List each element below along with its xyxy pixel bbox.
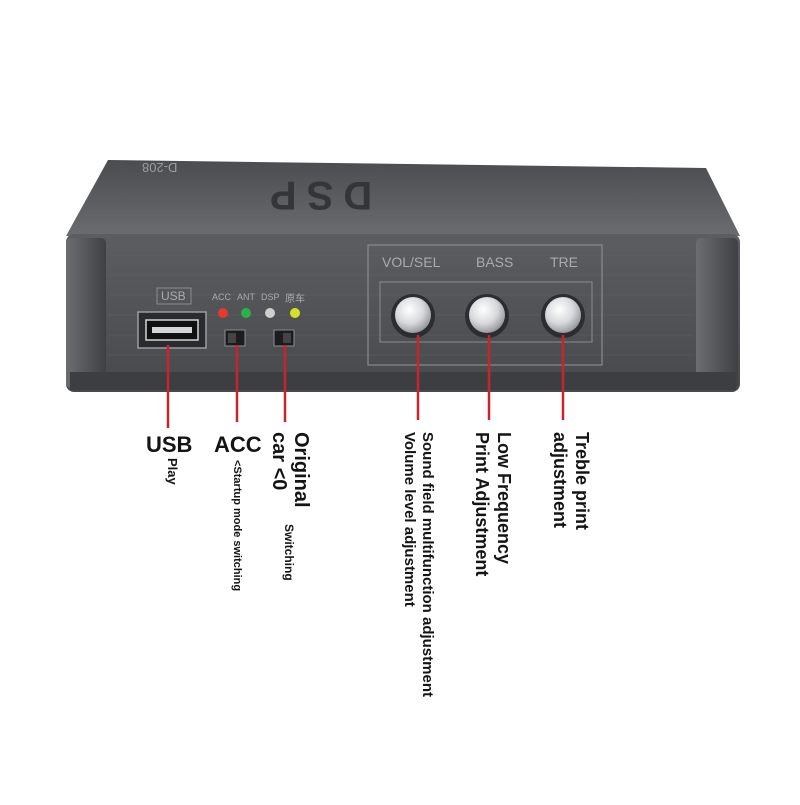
acc-callout-sub: <Startup mode switching bbox=[231, 460, 243, 592]
usb-port-label: USB bbox=[161, 289, 186, 303]
usb-callout-title: USB bbox=[146, 432, 193, 457]
device-top bbox=[66, 160, 740, 236]
original-car-led bbox=[290, 308, 300, 318]
usb-tongue bbox=[152, 327, 192, 333]
device-right-cap bbox=[696, 238, 738, 388]
bass-knob bbox=[465, 294, 509, 338]
tre-knob-label: TRE bbox=[550, 254, 578, 270]
original-car-callout-line2: car <0 bbox=[268, 432, 290, 491]
knob-frame-inner bbox=[379, 281, 593, 343]
acc-led bbox=[218, 308, 228, 318]
vol-callout-line2: Volume level adjustment bbox=[401, 432, 418, 607]
original-car-switch-toggle bbox=[283, 333, 291, 343]
device-bottom-edge bbox=[70, 372, 736, 390]
vol-callout-line1: Sound field multifunction adjustment bbox=[419, 432, 436, 697]
bass-knob-label: BASS bbox=[476, 254, 514, 270]
device-left-cap bbox=[66, 238, 106, 388]
tre-callout-line1: Treble print bbox=[572, 432, 592, 531]
top-model-text: D-208 bbox=[142, 160, 178, 175]
acc-port-label: ACC bbox=[212, 292, 232, 302]
original-car-callout-sub: Switching bbox=[282, 524, 296, 581]
acc-callout-title: ACC bbox=[214, 432, 262, 457]
ant-port-label: ANT bbox=[237, 292, 255, 302]
acc-switch-toggle bbox=[228, 333, 236, 343]
vol-sel-knob-label: VOL/SEL bbox=[382, 254, 441, 270]
bass-callout-line2: Print Adjustment bbox=[472, 432, 492, 577]
vol-knob bbox=[391, 294, 435, 338]
tre-knob bbox=[541, 294, 585, 338]
usb-callout-sub: Play bbox=[165, 458, 180, 485]
bass-callout-line1: Low Frequency bbox=[494, 432, 514, 565]
top-brand-text: DSP bbox=[260, 173, 373, 217]
original-car-callout-line1: Original bbox=[290, 432, 312, 508]
usb-label-frame bbox=[156, 287, 192, 305]
original-car-port-label: 原车 bbox=[285, 294, 305, 305]
ant-led bbox=[241, 308, 251, 318]
dsp-port-label: DSP bbox=[261, 292, 280, 302]
dsp-led bbox=[265, 308, 275, 318]
knob-frame-outer bbox=[367, 244, 603, 366]
tre-callout-line2: adjustment bbox=[550, 432, 570, 529]
